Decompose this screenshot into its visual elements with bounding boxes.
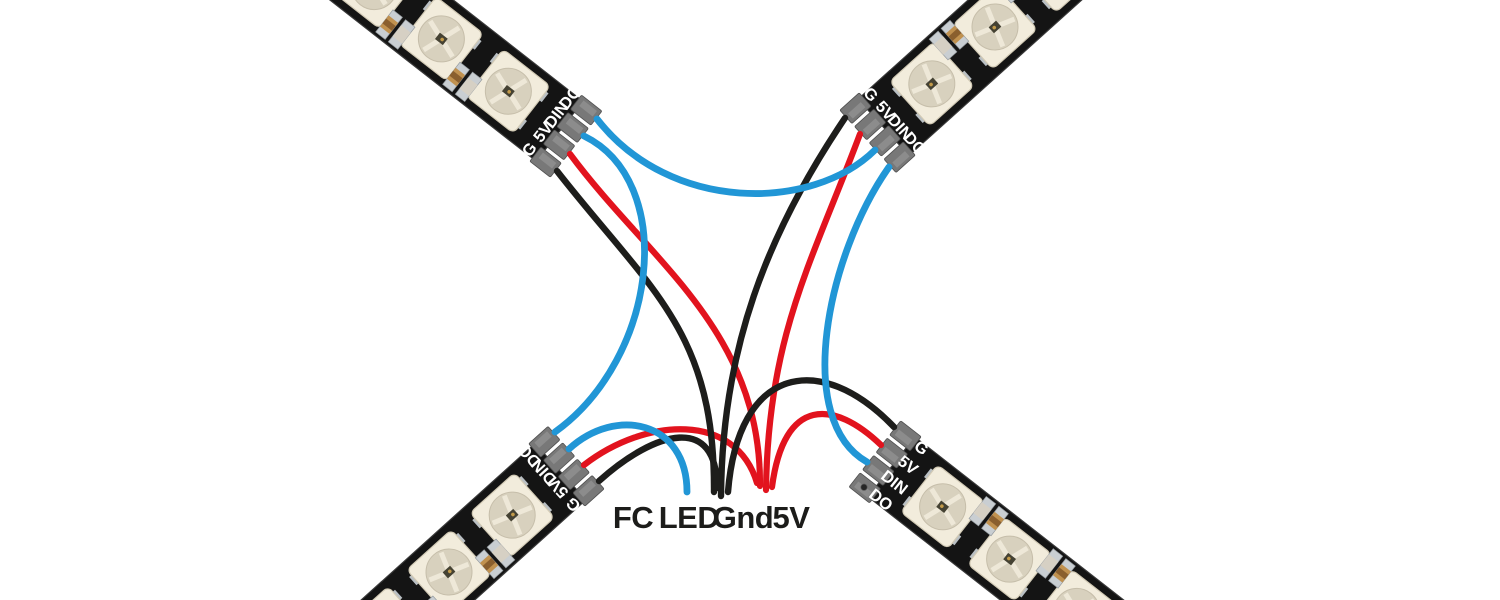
wires-5v [566, 130, 885, 494]
wire-5v-bottom-right-strip [768, 411, 885, 491]
pad-do-hole [860, 483, 868, 491]
wire-gnd-top-right-strip [717, 114, 849, 500]
fc-connection-labels: FC LED Gnd 5V [613, 500, 811, 535]
wire-gnd-bottom-left-strip [595, 434, 721, 492]
wire-data-bottom-left-do-to-top-left-din [551, 132, 648, 436]
led-strip-top-left: G 5V DIN DO [91, 0, 604, 177]
fc-5v-pad-label: 5V [773, 500, 811, 535]
wire-data-fc-led-to-bottom-left-din [565, 421, 691, 496]
led-strip-bottom-right: G 5V DIN DO [849, 421, 1360, 600]
fc-label: FC [613, 500, 653, 535]
wires-data [551, 115, 893, 496]
led-strip-bottom-left: G 5V DIN DO [112, 424, 604, 600]
wire-5v-bottom-left-strip [580, 426, 761, 487]
led-strip-top-right: G 5V DIN DO [840, 0, 1332, 175]
wire-5v-top-left-strip [566, 150, 764, 490]
fc-gnd-pad-label: Gnd [713, 500, 774, 535]
wires-gnd [553, 114, 898, 500]
wire-5v-top-right-strip [762, 130, 864, 494]
wire-gnd-bottom-right-strip [724, 377, 898, 496]
fc-led-pad-label: LED [659, 500, 720, 535]
wire-data-top-left-do-to-top-right-din [593, 115, 879, 197]
wire-data-top-right-do-to-bottom-right-din [821, 163, 893, 466]
wire-gnd-top-left-strip [553, 167, 718, 496]
